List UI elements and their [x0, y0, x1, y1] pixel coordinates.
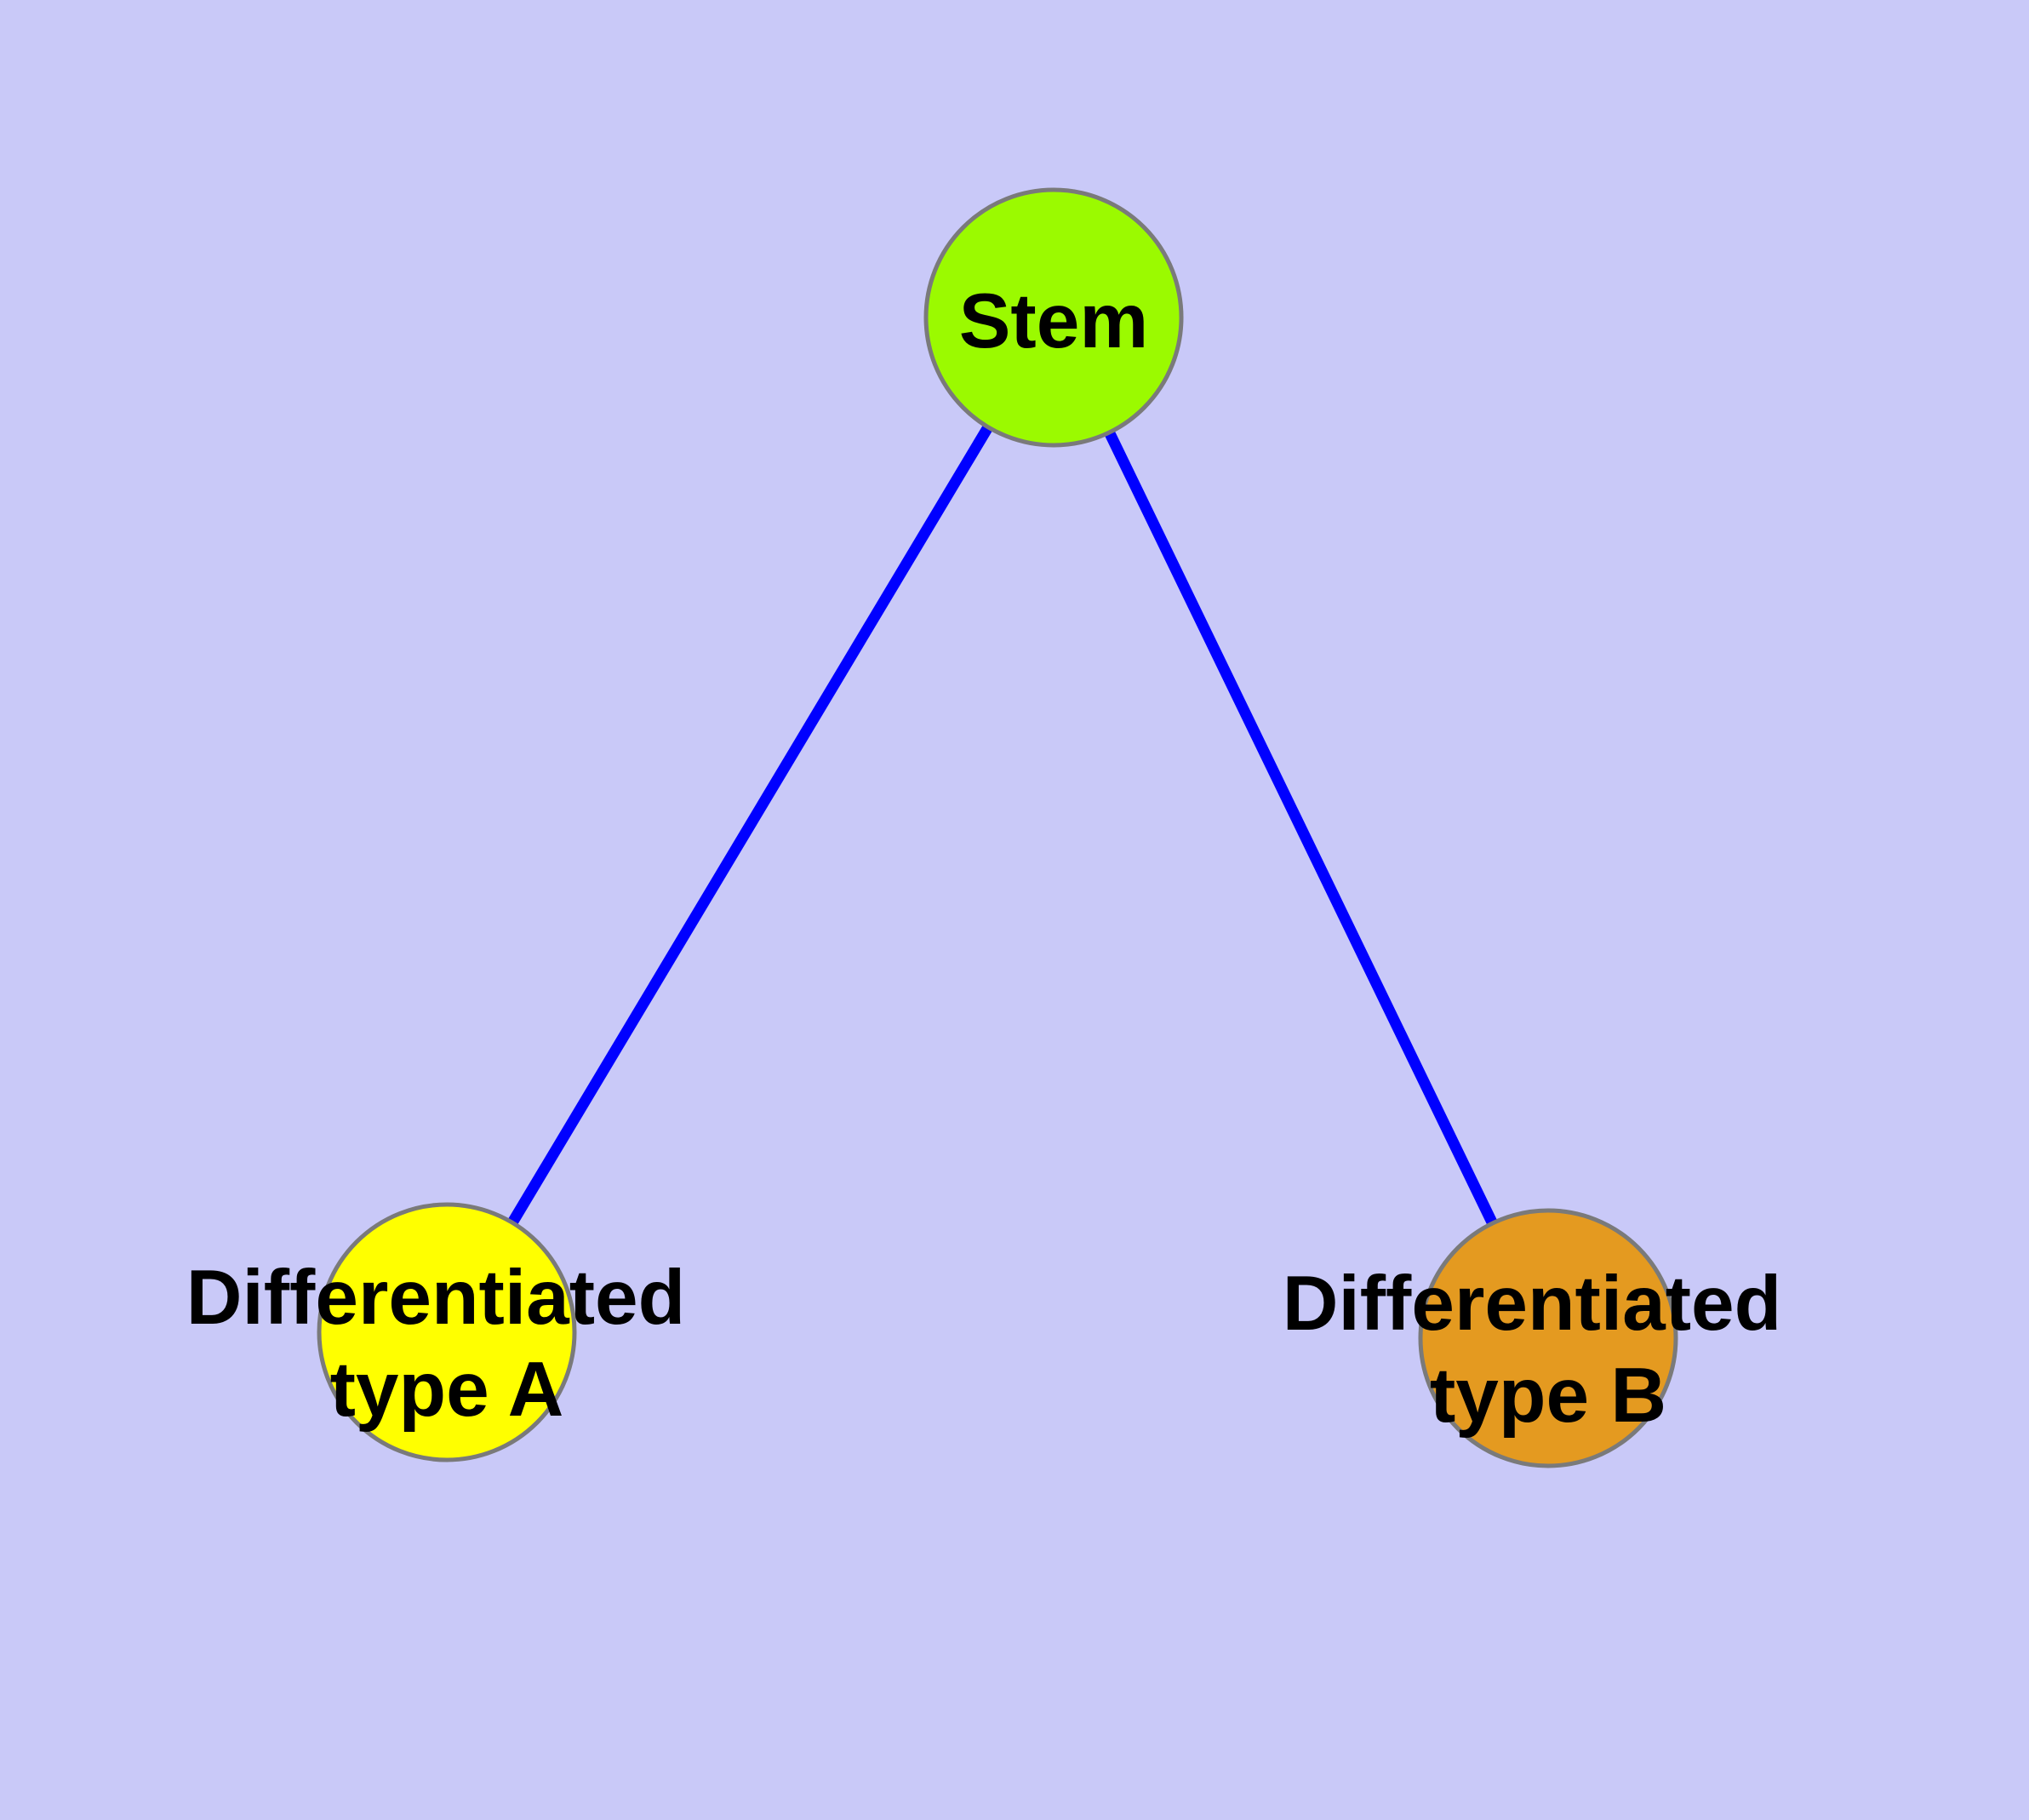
stem-node: Stem — [923, 187, 1184, 448]
differentiated-type-b-circle — [1418, 1208, 1678, 1468]
stem-node-circle — [923, 187, 1184, 448]
differentiated-type-a-label-line2: type A — [330, 1347, 564, 1433]
edge-stem-to-type-b — [1049, 315, 1553, 1341]
edge-stem-to-type-a — [442, 314, 1059, 1336]
differentiated-type-a-circle — [317, 1202, 577, 1462]
differentiated-type-b-label-line1: Differentiated — [1283, 1261, 1782, 1347]
differentiated-type-a-label-line1: Differentiated — [186, 1255, 686, 1341]
differentiated-type-b-node: Differentiated type B — [1283, 1208, 1782, 1468]
stem-node-label: Stem — [959, 278, 1149, 364]
differentiated-type-a-node: Differentiated type A — [186, 1202, 686, 1462]
differentiated-type-b-label-line2: type B — [1430, 1353, 1666, 1439]
